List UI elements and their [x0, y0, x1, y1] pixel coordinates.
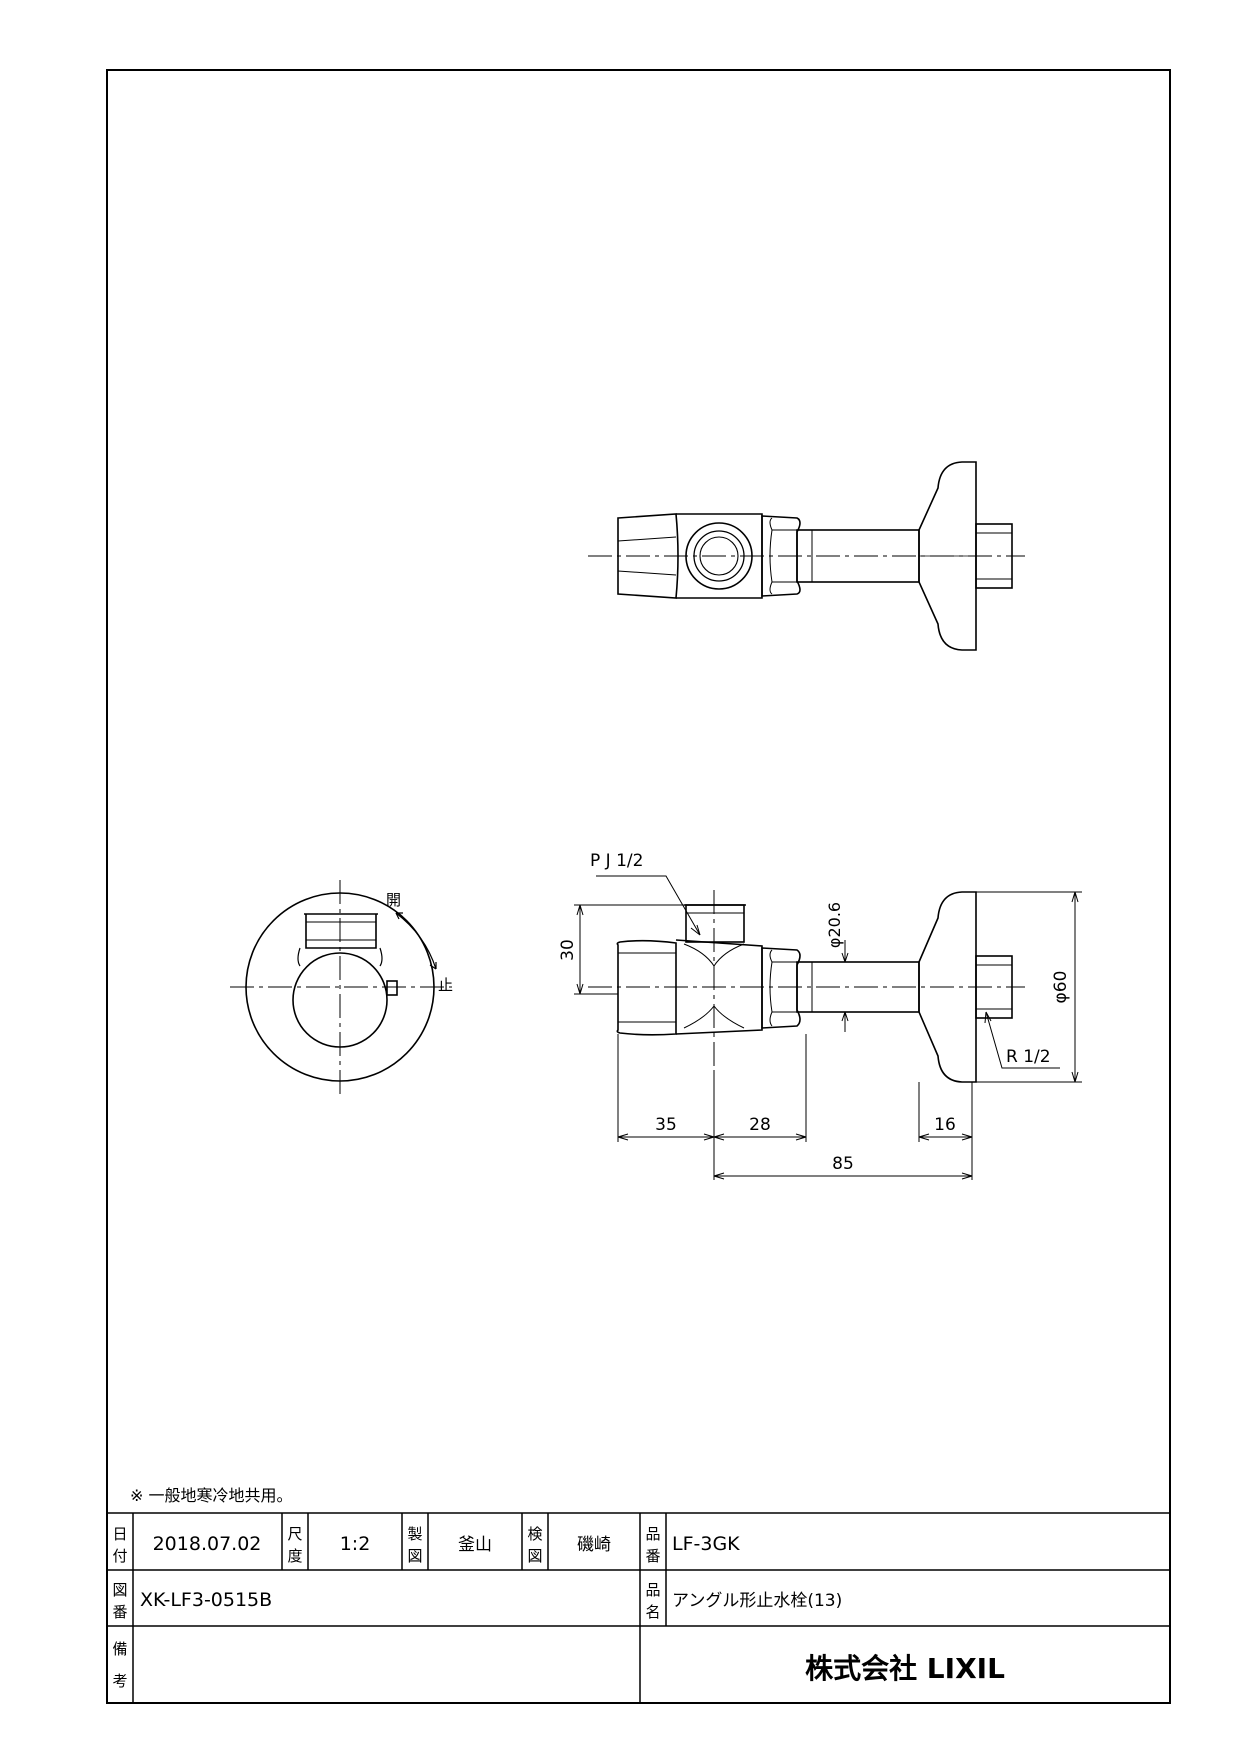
- side-nut: [761, 947, 801, 1029]
- drawn-value: 釜山: [458, 1535, 492, 1555]
- drawing-no-label-1: 図: [112, 1581, 127, 1599]
- end-rotation-arrow: [395, 912, 437, 970]
- top-thread: [975, 523, 1013, 589]
- part-no-label-1: 品: [645, 1525, 660, 1543]
- top-escutcheon: [918, 461, 977, 651]
- date-label-2: 付: [112, 1547, 127, 1565]
- checked-value: 磯崎: [577, 1535, 611, 1555]
- side-view: [588, 890, 1025, 1083]
- side-port-stub: [685, 904, 745, 943]
- drawing-no-label-2: 番: [112, 1603, 127, 1621]
- top-view: [588, 461, 1025, 651]
- pj-label: P J 1/2: [590, 851, 643, 871]
- dim-30: 30: [558, 939, 578, 961]
- general-note: ※ 一般地寒冷地共用。: [130, 1486, 293, 1505]
- company-logo: 株式会社 LIXIL: [805, 1652, 1005, 1685]
- name-label-1: 品: [645, 1581, 660, 1599]
- phi60-label: φ60: [1051, 971, 1071, 1004]
- stop-label: 止: [438, 976, 453, 994]
- dimensions: [574, 875, 1082, 1180]
- scale-label-2: 度: [287, 1547, 302, 1565]
- end-escutcheon-circle: [245, 892, 435, 1082]
- remarks-label-1: 備: [112, 1640, 127, 1658]
- checked-label-2: 図: [527, 1547, 542, 1565]
- end-handle-tab: [386, 980, 398, 996]
- remarks-label-2: 考: [112, 1672, 127, 1690]
- end-view: [230, 880, 452, 1098]
- end-handle-circle: [292, 952, 388, 1048]
- scale-value: 1:2: [340, 1533, 371, 1555]
- name-label-2: 名: [645, 1603, 660, 1621]
- dim-35: 35: [655, 1115, 677, 1135]
- date-value: 2018.07.02: [153, 1533, 262, 1555]
- sheet-frame: [106, 69, 1171, 1704]
- phi206-label: φ20.6: [825, 902, 844, 948]
- top-port-mid: [693, 530, 745, 582]
- dim-16: 16: [934, 1115, 956, 1135]
- end-port-stub: [305, 914, 377, 949]
- part-no-value: LF-3GK: [672, 1533, 740, 1555]
- dim-85: 85: [832, 1154, 854, 1174]
- date-label-1: 日: [112, 1525, 127, 1543]
- drawn-label-1: 製: [407, 1525, 422, 1543]
- open-label: 開: [386, 891, 401, 909]
- part-no-label-2: 番: [645, 1547, 660, 1565]
- drawing-no-value: XK-LF3-0515B: [140, 1589, 272, 1611]
- top-port-outer: [685, 522, 753, 590]
- title-block: [107, 1512, 1170, 1703]
- drawn-label-2: 図: [407, 1547, 422, 1565]
- side-thread: [975, 955, 1013, 1019]
- checked-label-1: 検: [527, 1525, 542, 1543]
- side-handle: [616, 939, 677, 1036]
- r12-label: R 1/2: [1006, 1047, 1051, 1067]
- scale-label-1: 尺: [287, 1525, 302, 1543]
- title-block-text: 日 付 2018.07.02 尺 度 1:2 製 図 釜山 検 図 磯崎 品 番…: [112, 1525, 1005, 1690]
- dim-28: 28: [749, 1115, 771, 1135]
- name-value: アングル形止水栓(13): [672, 1591, 842, 1611]
- top-port-inner: [699, 536, 739, 576]
